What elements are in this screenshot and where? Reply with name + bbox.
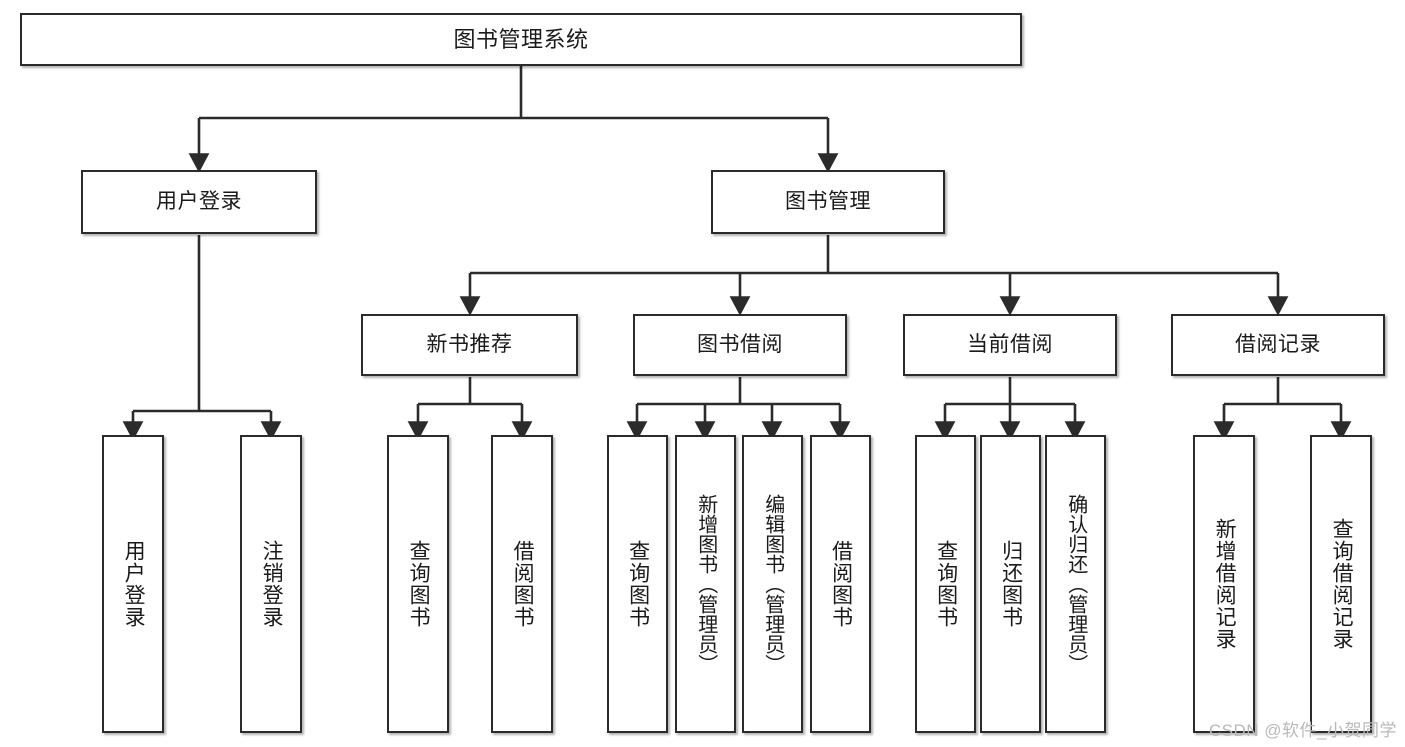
leaf-cb-confirm-return-admin[interactable]: 确认归还（管理员） — [1045, 435, 1106, 733]
node-label: 图书管理系统 — [453, 26, 589, 52]
node-label: 图书管理 — [785, 190, 871, 214]
leaf-bb-borrow-book[interactable]: 借阅图书 — [810, 435, 871, 733]
leaf-bb-add-book-admin[interactable]: 新增图书（管理员） — [675, 435, 736, 733]
leaf-logout[interactable]: 注销登录 — [240, 435, 302, 733]
leaf-bb-query-book[interactable]: 查询图书 — [607, 435, 668, 733]
node-label: 借阅图书 — [511, 540, 535, 628]
leaf-bb-edit-book-admin[interactable]: 编辑图书（管理员） — [742, 435, 803, 733]
node-current-borrow[interactable]: 当前借阅 — [903, 314, 1117, 376]
leaf-nbr-query-book[interactable]: 查询图书 — [387, 435, 449, 733]
node-label: 查询图书 — [407, 540, 431, 628]
node-borrow-records[interactable]: 借阅记录 — [1171, 314, 1385, 376]
csdn-watermark: CSDN @软件_小贺同学 — [1208, 721, 1397, 740]
node-book-borrow[interactable]: 图书借阅 — [633, 314, 847, 376]
leaf-nbr-borrow-book[interactable]: 借阅图书 — [491, 435, 553, 733]
node-root-book-management-system[interactable]: 图书管理系统 — [20, 13, 1022, 66]
node-label: 确认归还（管理员） — [1064, 494, 1087, 674]
node-label: 新增图书（管理员） — [694, 494, 717, 674]
node-label: 查询图书 — [626, 540, 650, 628]
node-label: 归还图书 — [999, 540, 1023, 628]
node-label: 借阅记录 — [1235, 333, 1321, 357]
node-label: 新增借阅记录 — [1213, 518, 1237, 650]
leaf-cb-query-book[interactable]: 查询图书 — [915, 435, 976, 733]
node-label: 用户登录 — [156, 190, 242, 214]
leaf-cb-return-book[interactable]: 归还图书 — [980, 435, 1041, 733]
node-label: 借阅图书 — [829, 540, 853, 628]
leaf-br-add-record[interactable]: 新增借阅记录 — [1193, 435, 1255, 733]
node-user-login[interactable]: 用户登录 — [81, 170, 317, 234]
node-label: 当前借阅 — [967, 333, 1053, 357]
node-label: 注销登录 — [260, 540, 284, 628]
node-label: 编辑图书（管理员） — [761, 494, 784, 674]
node-label: 查询图书 — [934, 540, 958, 628]
node-label: 图书借阅 — [697, 333, 783, 357]
node-label: 用户登录 — [122, 540, 146, 628]
node-new-book-recommend[interactable]: 新书推荐 — [361, 314, 578, 376]
leaf-user-login[interactable]: 用户登录 — [102, 435, 164, 733]
node-label: 查询借阅记录 — [1330, 518, 1354, 650]
node-label: 新书推荐 — [426, 333, 513, 357]
leaf-br-query-record[interactable]: 查询借阅记录 — [1310, 435, 1372, 733]
node-book-management[interactable]: 图书管理 — [711, 170, 945, 234]
